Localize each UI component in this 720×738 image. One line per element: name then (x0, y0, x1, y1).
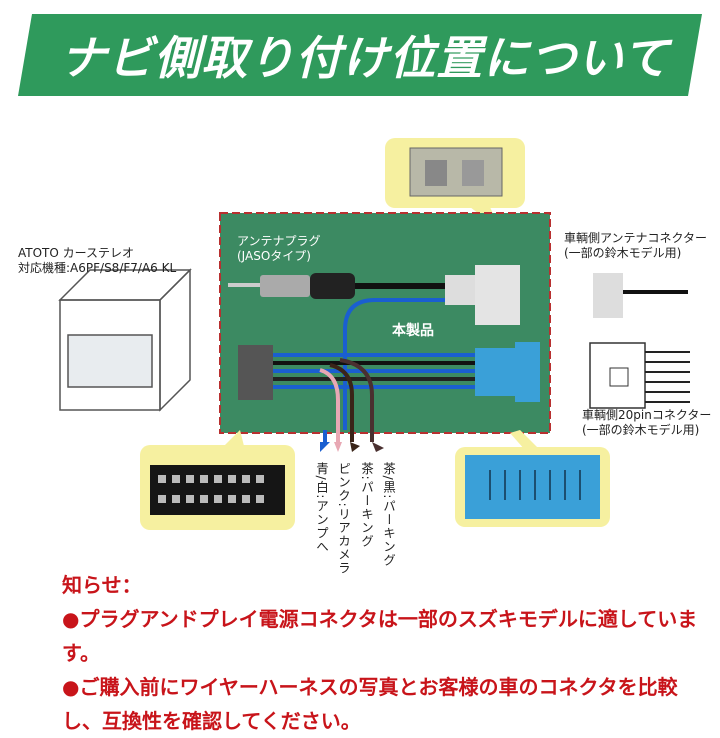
stereo-compatible-models: 対応機種:A6PF/S8/F7/A6 KL (18, 261, 177, 275)
wire-label-brown: 茶:パーキング (359, 462, 374, 549)
antenna-plug-label: アンテナプラグ (JASOタイプ) (237, 234, 321, 264)
antenna-plug-callout (385, 138, 525, 230)
page-title: ナビ側取り付け位置について (60, 31, 670, 85)
antenna-plug-type: (JASOタイプ) (237, 249, 311, 263)
vehicle-antenna-connector (593, 273, 688, 318)
vehicle-antenna-name: 車輌側アンテナコネクター (564, 231, 708, 245)
stereo-model: ATOTO カーステレオ (18, 246, 135, 260)
harness-connector-callout (455, 430, 610, 527)
car-stereo (58, 268, 192, 412)
title-banner (18, 14, 702, 96)
vehicle-20pin-note: (一部の鈴木モデル用) (582, 423, 700, 437)
notice-item-1: ●プラグアンドプレイ電源コネクタは一部のスズキモデルに適しています。 (62, 607, 698, 665)
notice-title: 知らせ： (62, 573, 142, 597)
stereo-connector-callout (140, 430, 295, 530)
notice-item-2: ●ご購入前にワイヤーハーネスの写真とお客様の車のコネクタを比較し、互換性を確認し… (62, 675, 678, 733)
product-label: 本製品 (392, 323, 434, 339)
wire-label-brown-black: 茶/黒:パーキング (381, 462, 396, 567)
vehicle-20pin-label: 車輌側20pinコネクター (一部の鈴木モデル用) (582, 408, 711, 438)
notice: 知らせ： ●プラグアンドプレイ電源コネクタは一部のスズキモデルに適しています。 … (62, 568, 712, 738)
wire-harness (238, 342, 540, 442)
vehicle-20pin-name: 車輌側20pinコネクター (582, 408, 712, 422)
antenna-plug (228, 265, 520, 430)
antenna-plug-name: アンテナプラグ (237, 234, 321, 248)
vehicle-20pin-connector (589, 342, 690, 409)
wiring-diagram (58, 138, 690, 530)
vehicle-antenna-note: (一部の鈴木モデル用) (564, 246, 682, 260)
wire-label-pink: ピンク:リアカメラ (336, 462, 351, 576)
vehicle-antenna-label: 車輌側アンテナコネクター (一部の鈴木モデル用) (564, 231, 707, 261)
stereo-label: ATOTO カーステレオ 対応機種:A6PF/S8/F7/A6 KL (18, 246, 176, 276)
wire-label-blue-white: 青/白:アンプへ (314, 462, 329, 554)
